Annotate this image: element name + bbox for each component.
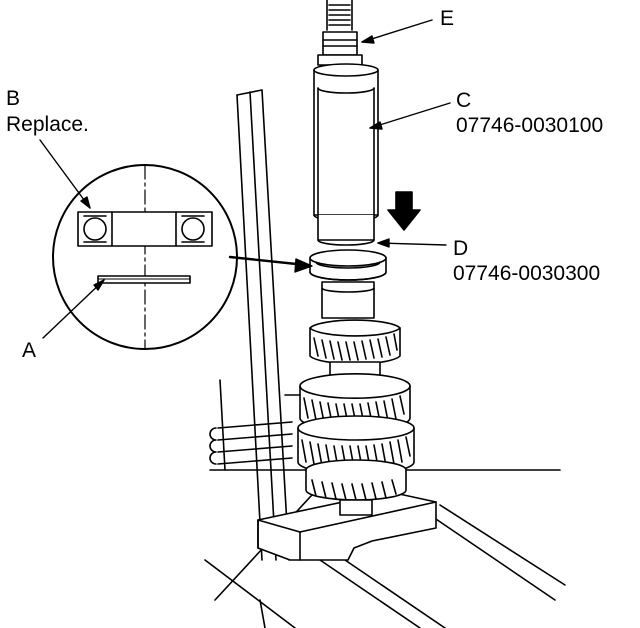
gear-stack	[297, 319, 415, 516]
label-a: A	[22, 339, 37, 362]
label-e: E	[440, 7, 455, 30]
attachment-c	[313, 63, 379, 246]
part-number-c: 07746-0030100	[456, 114, 604, 137]
label-d: D	[453, 237, 469, 260]
support-block	[257, 491, 437, 561]
bearing-d	[309, 249, 387, 281]
shim-a	[97, 275, 191, 284]
bearing-b-section	[77, 211, 213, 247]
shaft	[317, 0, 363, 66]
press-direction-arrow	[387, 191, 421, 231]
detail-circle	[52, 164, 238, 350]
part-number-d: 07746-0030300	[453, 262, 601, 285]
label-c: C	[456, 89, 472, 112]
label-b-note: Replace.	[6, 113, 89, 136]
leader-lines	[39, 19, 451, 339]
shaft-middle	[321, 281, 375, 319]
label-b: B	[6, 87, 21, 110]
